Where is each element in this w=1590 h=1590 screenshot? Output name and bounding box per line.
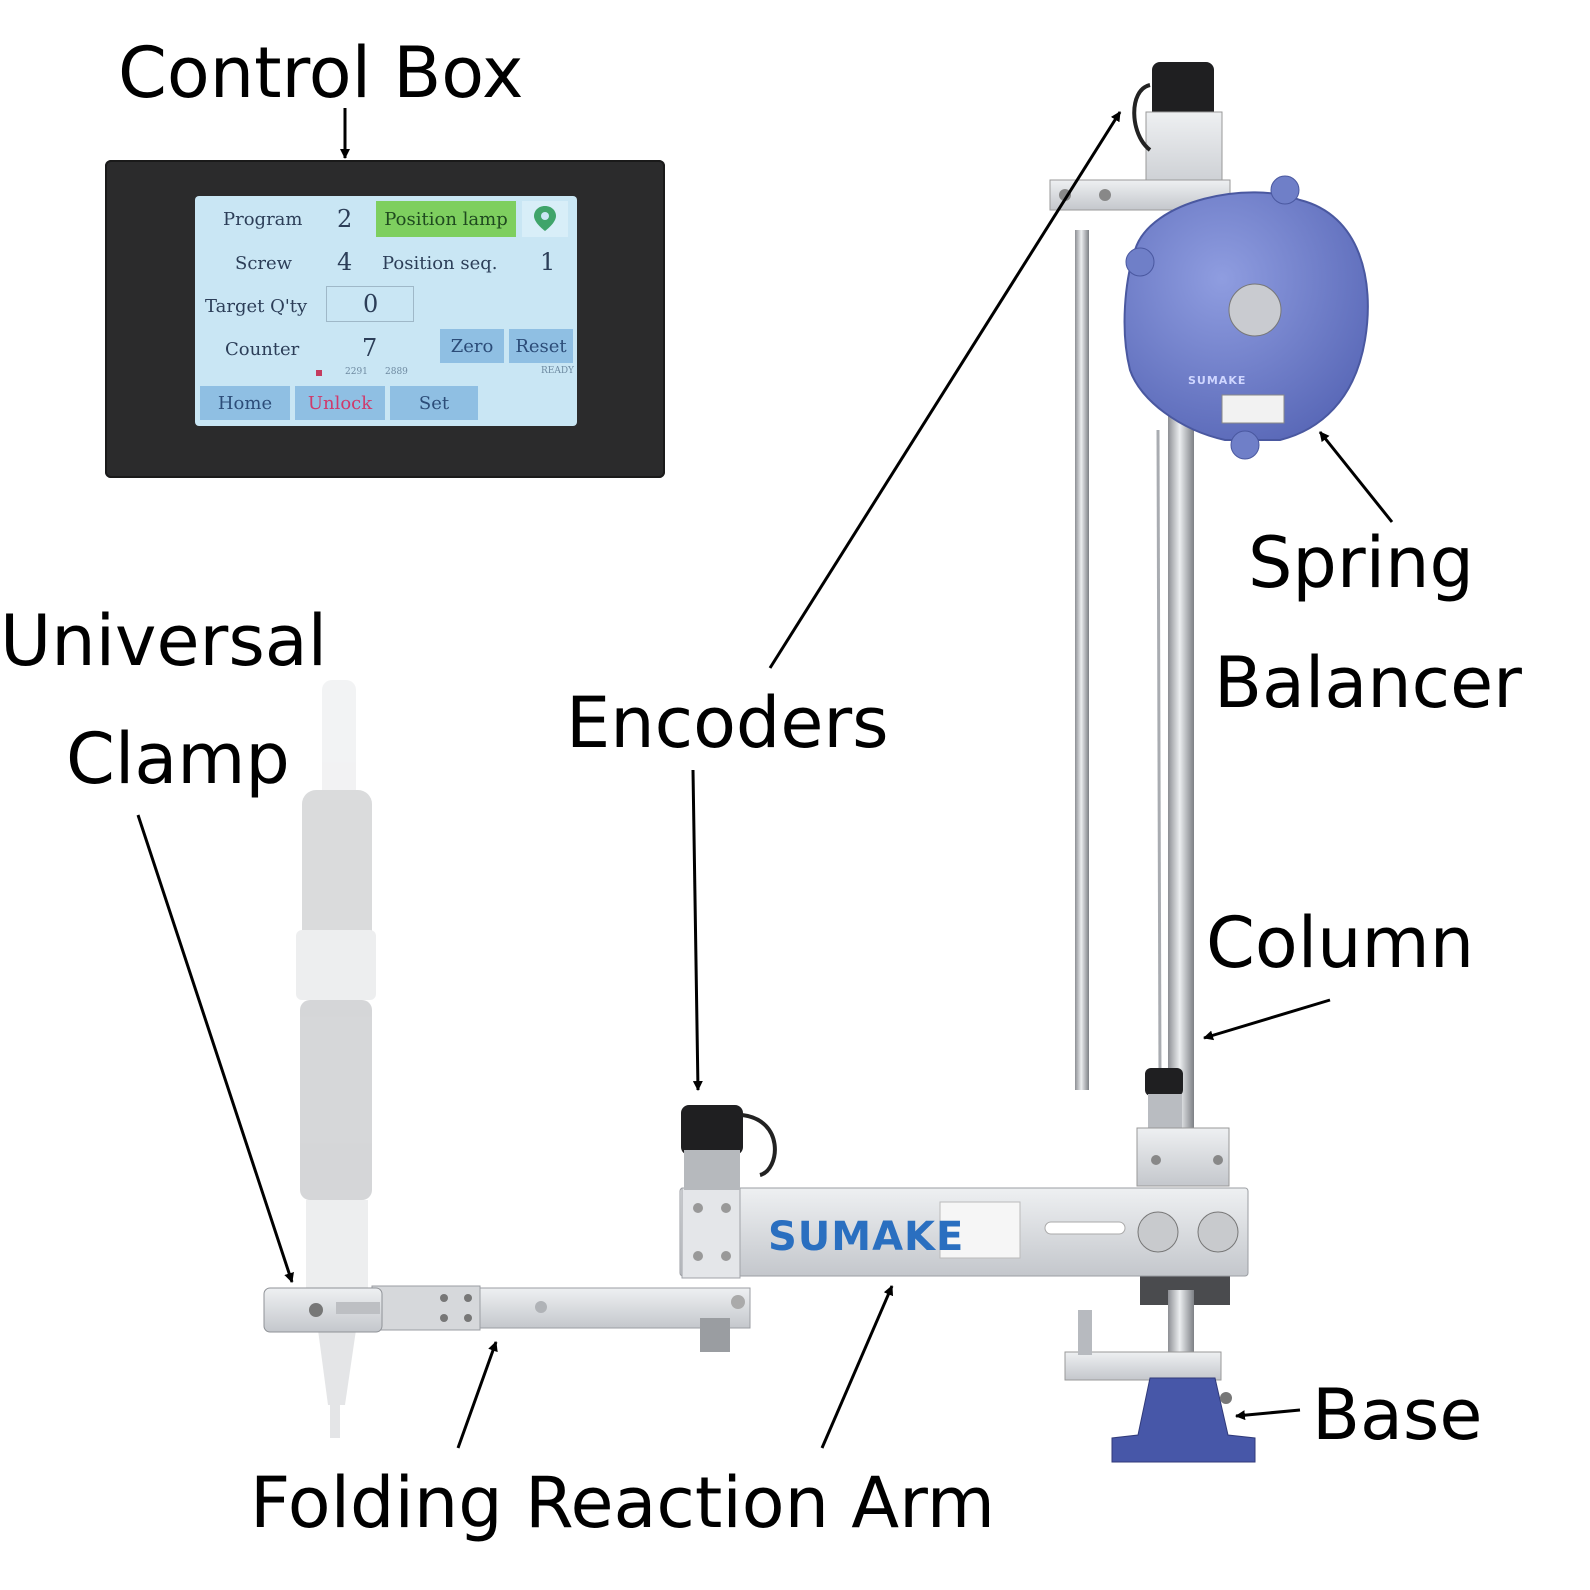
- target-qty-label: Target Q'ty: [205, 296, 308, 317]
- base-label: Base: [1312, 1374, 1483, 1456]
- folding-arm-arrow-right: [820, 1285, 894, 1449]
- column-label: Column: [1206, 902, 1475, 984]
- column-rod: [1168, 400, 1194, 1130]
- location-pin-icon[interactable]: [522, 201, 568, 237]
- screw-value: 4: [337, 248, 353, 276]
- encoders-arrow-top: [768, 111, 1122, 669]
- top-encoder: [1049, 62, 1231, 211]
- screw-label: Screw: [235, 253, 293, 274]
- base-arrow: [1235, 1408, 1301, 1421]
- encoders-label: Encoders: [566, 682, 889, 764]
- control-box-screen: Program 2 Position lamp Screw 4 Position…: [195, 196, 577, 426]
- ready-status: READY: [541, 366, 575, 376]
- zero-button[interactable]: Zero: [440, 329, 504, 363]
- position-lamp-button[interactable]: Position lamp: [376, 201, 516, 237]
- target-qty-field[interactable]: 0: [326, 286, 414, 322]
- status-indicator: [316, 370, 322, 376]
- spring-balancer-arrow: [1318, 431, 1394, 523]
- position-seq-value: 1: [540, 248, 556, 276]
- folding-arm: [371, 1285, 751, 1352]
- home-button[interactable]: Home: [200, 386, 290, 420]
- base-assembly: [1064, 1265, 1256, 1463]
- guide-rod: [1075, 230, 1089, 1090]
- small-value-a: 2291: [345, 367, 368, 377]
- spring-label: Spring: [1248, 522, 1474, 604]
- counter-value: 7: [362, 334, 378, 362]
- balancer-brand: SUMAKE: [1188, 374, 1246, 387]
- clamp-label: Clamp: [66, 718, 290, 800]
- reset-button[interactable]: Reset: [509, 329, 573, 363]
- unlock-button[interactable]: Unlock: [295, 386, 385, 420]
- folding-arm-arrow-left: [456, 1341, 498, 1449]
- arm-brand: SUMAKE: [768, 1214, 964, 1260]
- universal-clamp-arrow: [136, 814, 294, 1283]
- control-box-label: Control Box: [118, 32, 524, 114]
- counter-label: Counter: [225, 339, 300, 360]
- program-value: 2: [337, 205, 353, 233]
- arm-encoder: [681, 1105, 777, 1190]
- target-qty-value: 0: [363, 290, 379, 318]
- column-arrow: [1203, 998, 1331, 1041]
- position-seq-label: Position seq.: [382, 253, 498, 274]
- set-button[interactable]: Set: [390, 386, 478, 420]
- balancer-label: Balancer: [1214, 642, 1522, 724]
- encoders-arrow-bottom: [691, 769, 703, 1091]
- spring-balancer: [1123, 175, 1369, 460]
- screwdriver: [296, 680, 376, 1438]
- balancer-cable: [1156, 429, 1162, 1081]
- column-clamp: [1136, 1068, 1230, 1187]
- folding-reaction-arm-label: Folding Reaction Arm: [250, 1462, 995, 1544]
- pointer-arrows: [136, 108, 1394, 1449]
- main-arm: [679, 1187, 1249, 1279]
- universal-clamp: [263, 1287, 383, 1333]
- program-label: Program: [223, 209, 303, 230]
- small-value-b: 2889: [385, 367, 408, 377]
- universal-label: Universal: [0, 600, 328, 682]
